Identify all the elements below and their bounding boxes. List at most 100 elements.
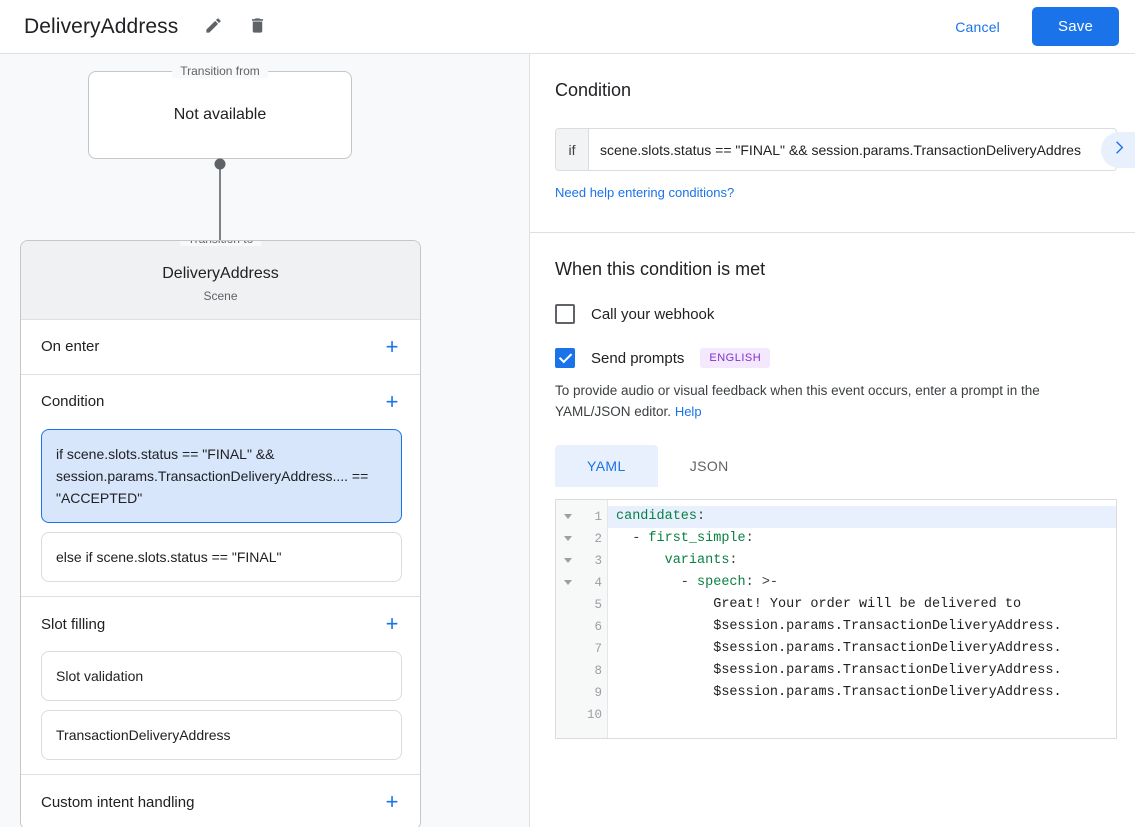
- section-on-enter: On enter +: [21, 319, 420, 375]
- main-body: Transition from Not available Transition…: [0, 54, 1135, 827]
- fold-cell[interactable]: [556, 550, 580, 572]
- code-line[interactable]: [608, 704, 1116, 726]
- section-on-enter-title: On enter: [41, 338, 100, 356]
- chevron-down-icon[interactable]: [564, 536, 572, 542]
- section-condition-title: Condition: [41, 393, 105, 411]
- fold-cell: [556, 638, 580, 660]
- fold-cell: [556, 704, 580, 726]
- condition-item[interactable]: else if scene.slots.status == "FINAL": [41, 531, 402, 583]
- section-condition-body: if scene.slots.status == "FINAL" && sess…: [21, 428, 420, 596]
- send-prompts-row[interactable]: Send prompts ENGLISH: [555, 348, 1117, 368]
- when-condition-met-block: When this condition is met Call your web…: [530, 233, 1135, 761]
- code-line[interactable]: variants:: [664, 552, 738, 568]
- fold-cell: [556, 594, 580, 616]
- add-on-enter-icon[interactable]: +: [385, 333, 399, 359]
- editor-format-tabs: YAML JSON: [555, 444, 1117, 487]
- language-badge: ENGLISH: [700, 348, 771, 368]
- code-line[interactable]: - speech: >-: [616, 574, 779, 590]
- chevron-right-icon: [1110, 139, 1127, 161]
- transition-to-header[interactable]: Transition to DeliveryAddress Scene: [21, 241, 420, 320]
- fold-cell: [556, 660, 580, 682]
- condition-expression-input[interactable]: [589, 129, 1116, 170]
- when-met-heading: When this condition is met: [555, 259, 766, 279]
- webhook-checkbox-row[interactable]: Call your webhook: [555, 304, 1117, 324]
- line-number: 5: [594, 597, 602, 612]
- section-on-enter-header[interactable]: On enter +: [21, 320, 420, 374]
- transition-to-legend: Transition to: [179, 241, 262, 246]
- transition-from-node[interactable]: Transition from Not available: [88, 64, 352, 159]
- section-custom-intent-header[interactable]: Custom intent handling +: [21, 775, 420, 827]
- tab-yaml[interactable]: YAML: [555, 444, 658, 487]
- code-line[interactable]: $session.params.TransactionDeliveryAddre…: [713, 618, 1062, 634]
- add-slot-filling-icon[interactable]: +: [385, 611, 399, 637]
- call-webhook-label: Call your webhook: [591, 305, 715, 323]
- line-number: 7: [594, 641, 602, 656]
- condition-input-row: if: [555, 128, 1117, 171]
- cancel-button[interactable]: Cancel: [941, 10, 1014, 44]
- code-line[interactable]: - first_simple:: [616, 530, 754, 546]
- tab-json[interactable]: JSON: [689, 457, 729, 474]
- line-number: 2: [594, 531, 602, 546]
- section-slot-filling: Slot filling + Slot validation Transacti…: [21, 597, 420, 776]
- call-webhook-checkbox[interactable]: [555, 304, 575, 324]
- section-custom-intent-title: Custom intent handling: [41, 793, 195, 811]
- line-number: 6: [594, 619, 602, 634]
- trash-icon: [248, 16, 267, 38]
- editor-code-area[interactable]: candidates: - first_simple: variants: - …: [608, 500, 1116, 738]
- delete-button[interactable]: [240, 10, 274, 44]
- fold-cell[interactable]: [556, 528, 580, 550]
- section-condition: Condition + if scene.slots.status == "FI…: [21, 374, 420, 598]
- code-line[interactable]: candidates:: [608, 505, 1116, 528]
- transition-to-subtitle: Scene: [203, 288, 238, 303]
- transition-to-title: DeliveryAddress: [162, 265, 279, 282]
- edit-button[interactable]: [196, 10, 230, 44]
- fold-cell: [556, 616, 580, 638]
- expand-panel-button[interactable]: [1101, 132, 1135, 168]
- fold-cell: [556, 682, 580, 704]
- prompts-help-link[interactable]: Help: [674, 403, 702, 419]
- save-button[interactable]: Save: [1032, 7, 1119, 46]
- line-number: 9: [594, 685, 602, 700]
- pencil-icon: [204, 16, 223, 38]
- transition-from-value: Not available: [173, 106, 267, 123]
- section-slot-filling-body: Slot validation TransactionDeliveryAddre…: [21, 651, 420, 774]
- condition-help-row: Need help entering conditions?: [555, 184, 1117, 202]
- top-bar: DeliveryAddress Cancel Save: [0, 0, 1135, 54]
- chevron-down-icon[interactable]: [564, 580, 572, 586]
- condition-block: Condition if Need help entering conditio…: [530, 54, 1135, 233]
- code-line[interactable]: $session.params.TransactionDeliveryAddre…: [713, 662, 1062, 678]
- line-number: 10: [586, 707, 602, 722]
- transition-from-legend: Transition from: [172, 64, 268, 78]
- line-number: 4: [594, 575, 602, 590]
- code-line[interactable]: Great! Your order will be delivered to: [713, 596, 1022, 612]
- send-prompts-label: Send prompts: [591, 349, 685, 367]
- prompts-helper-sentence: To provide audio or visual feedback when…: [555, 383, 1040, 419]
- fold-cell[interactable]: [556, 572, 580, 594]
- condition-help-link[interactable]: Need help entering conditions?: [555, 185, 735, 200]
- condition-if-label: if: [556, 129, 589, 170]
- chevron-down-icon[interactable]: [564, 558, 572, 564]
- code-line[interactable]: $session.params.TransactionDeliveryAddre…: [713, 684, 1062, 700]
- line-number: 3: [594, 553, 602, 568]
- section-slot-filling-header[interactable]: Slot filling +: [21, 597, 420, 651]
- slot-item[interactable]: TransactionDeliveryAddress: [41, 710, 402, 761]
- condition-heading: Condition: [555, 80, 632, 100]
- code-line[interactable]: $session.params.TransactionDeliveryAddre…: [713, 640, 1062, 656]
- section-condition-header[interactable]: Condition +: [21, 375, 420, 429]
- add-condition-icon[interactable]: +: [385, 388, 399, 414]
- section-custom-intent-handling: Custom intent handling +: [21, 775, 420, 827]
- right-panel: Condition if Need help entering conditio…: [530, 54, 1135, 827]
- slot-validation-item[interactable]: Slot validation: [41, 651, 402, 702]
- chevron-down-icon[interactable]: [564, 514, 572, 520]
- transition-to-card: Transition to DeliveryAddress Scene On e…: [20, 240, 421, 827]
- fold-cell[interactable]: [556, 506, 580, 528]
- editor-fold-gutter[interactable]: [556, 499, 580, 738]
- left-panel: Transition from Not available Transition…: [0, 54, 530, 827]
- section-slot-filling-title: Slot filling: [41, 615, 106, 633]
- add-custom-intent-icon[interactable]: +: [385, 789, 399, 815]
- condition-item-selected[interactable]: if scene.slots.status == "FINAL" && sess…: [41, 428, 402, 523]
- send-prompts-checkbox[interactable]: [555, 348, 575, 368]
